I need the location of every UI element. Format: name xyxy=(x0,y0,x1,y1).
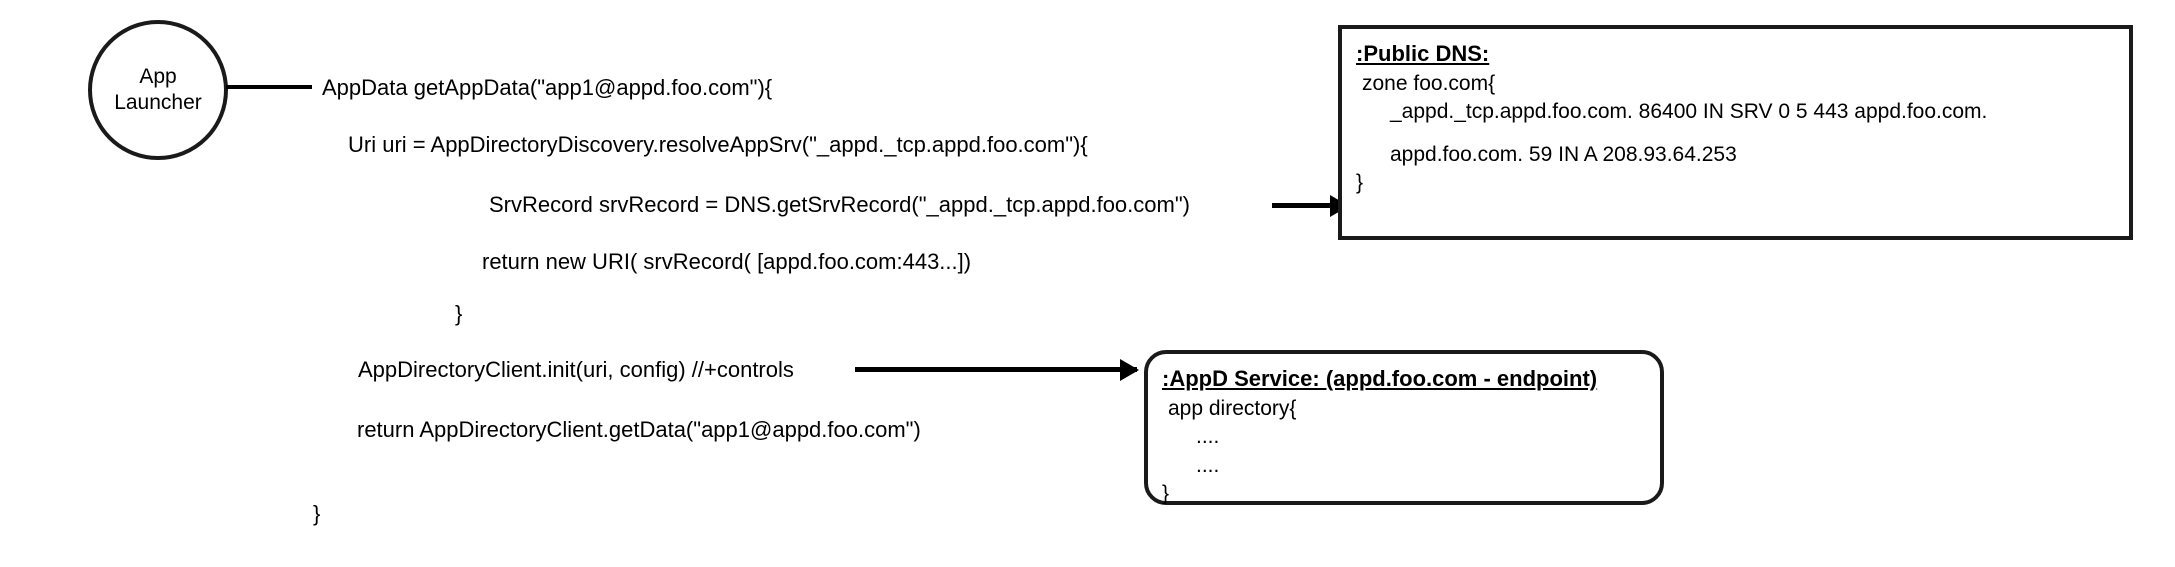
appd-service-row-2: .... xyxy=(1196,453,1220,477)
actor-app-launcher: App Launcher xyxy=(88,20,228,160)
actor-connector-line xyxy=(226,85,312,89)
code-line-1: AppData getAppData("app1@appd.foo.com"){ xyxy=(322,75,773,100)
code-line-3: SrvRecord srvRecord = DNS.getSrvRecord("… xyxy=(489,192,1190,217)
actor-label-line1: App xyxy=(139,65,177,89)
public-dns-title: :Public DNS: xyxy=(1356,41,1490,66)
code-line-4: return new URI( srvRecord( [appd.foo.com… xyxy=(482,249,972,274)
actor-label-line2: Launcher xyxy=(114,91,202,114)
code-line-2: Uri uri = AppDirectoryDiscovery.resolveA… xyxy=(348,132,1088,157)
code-line-8: } xyxy=(313,501,321,526)
public-dns-row-2 xyxy=(1356,127,2115,141)
public-dns-row-4: } xyxy=(1356,170,1364,194)
public-dns-row-3: appd.foo.com. 59 IN A 208.93.64.253 xyxy=(1390,142,1737,166)
public-dns-row-1: _appd._tcp.appd.foo.com. 86400 IN SRV 0 … xyxy=(1390,100,1988,124)
appd-service-box: :AppD Service: (appd.foo.com - endpoint)… xyxy=(1144,350,1664,505)
appd-service-row-1: .... xyxy=(1196,425,1220,449)
code-line-5: } xyxy=(455,301,463,326)
appd-service-title: :AppD Service: (appd.foo.com - endpoint) xyxy=(1162,366,1598,391)
arrow-appd-service xyxy=(855,367,1137,372)
code-line-6: AppDirectoryClient.init(uri, config) //+… xyxy=(358,357,794,382)
appd-service-row-3: } xyxy=(1162,481,1170,505)
public-dns-box: :Public DNS: zone foo.com{ _appd._tcp.ap… xyxy=(1338,25,2133,240)
arrow-dns-lookup xyxy=(1272,203,1347,208)
appd-service-row-0: app directory{ xyxy=(1168,396,1297,420)
code-line-7: return AppDirectoryClient.getData("app1@… xyxy=(357,417,921,442)
public-dns-row-0: zone foo.com{ xyxy=(1362,71,1496,95)
